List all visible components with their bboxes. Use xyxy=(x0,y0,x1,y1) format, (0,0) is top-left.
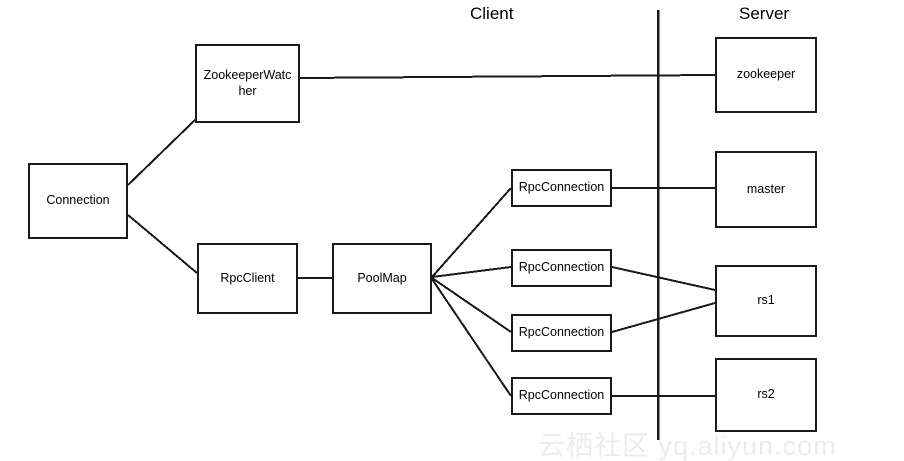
node-label-rpcconnection2: RpcConnection xyxy=(518,260,605,275)
poolmap-to-rpcconnection4 xyxy=(431,278,512,397)
poolmap-to-rpcconnection3 xyxy=(431,277,512,333)
node-rs1[interactable]: rs1 xyxy=(715,265,817,337)
rpcconnection3-to-rs1 xyxy=(611,302,716,333)
node-label-rpcconnection3: RpcConnection xyxy=(518,325,605,340)
poolmap-to-rpcconnection1 xyxy=(431,187,512,278)
node-label-zookeeper: zookeeper xyxy=(736,67,796,82)
connection-to-rpcclient xyxy=(127,214,198,274)
node-rpcconnection2[interactable]: RpcConnection xyxy=(511,249,612,287)
node-label-zookeeperwatcher: ZookeeperWatcher xyxy=(203,67,292,98)
connection-to-zookeeperwatcher xyxy=(127,118,197,186)
node-rs2[interactable]: rs2 xyxy=(715,358,817,432)
rpcconnection2-to-rs1 xyxy=(611,266,716,291)
node-rpcconnection1[interactable]: RpcConnection xyxy=(511,169,612,207)
node-label-rs2: rs2 xyxy=(757,387,775,402)
node-rpcclient[interactable]: RpcClient xyxy=(197,243,298,314)
poolmap-to-rpcconnection2 xyxy=(431,266,512,278)
node-label-rpcconnection4: RpcConnection xyxy=(518,388,605,403)
node-label-rs1: rs1 xyxy=(757,293,775,308)
node-label-rpcclient: RpcClient xyxy=(220,270,275,285)
node-rpcconnection4[interactable]: RpcConnection xyxy=(511,377,612,415)
node-zookeeper[interactable]: zookeeper xyxy=(715,37,817,113)
zookeeperwatcher-to-zookeeper xyxy=(299,74,716,79)
node-poolmap[interactable]: PoolMap xyxy=(332,243,432,314)
node-zookeeperwatcher[interactable]: ZookeeperWatcher xyxy=(195,44,300,123)
node-label-connection: Connection xyxy=(46,193,110,208)
node-label-master: master xyxy=(746,181,786,196)
zone-label-client: Client xyxy=(470,4,514,23)
node-label-poolmap: PoolMap xyxy=(357,270,407,285)
node-rpcconnection3[interactable]: RpcConnection xyxy=(511,314,612,352)
node-master[interactable]: master xyxy=(715,151,817,228)
node-connection[interactable]: Connection xyxy=(28,163,128,239)
node-label-rpcconnection1: RpcConnection xyxy=(518,180,605,195)
zone-label-server: Server xyxy=(739,4,790,23)
